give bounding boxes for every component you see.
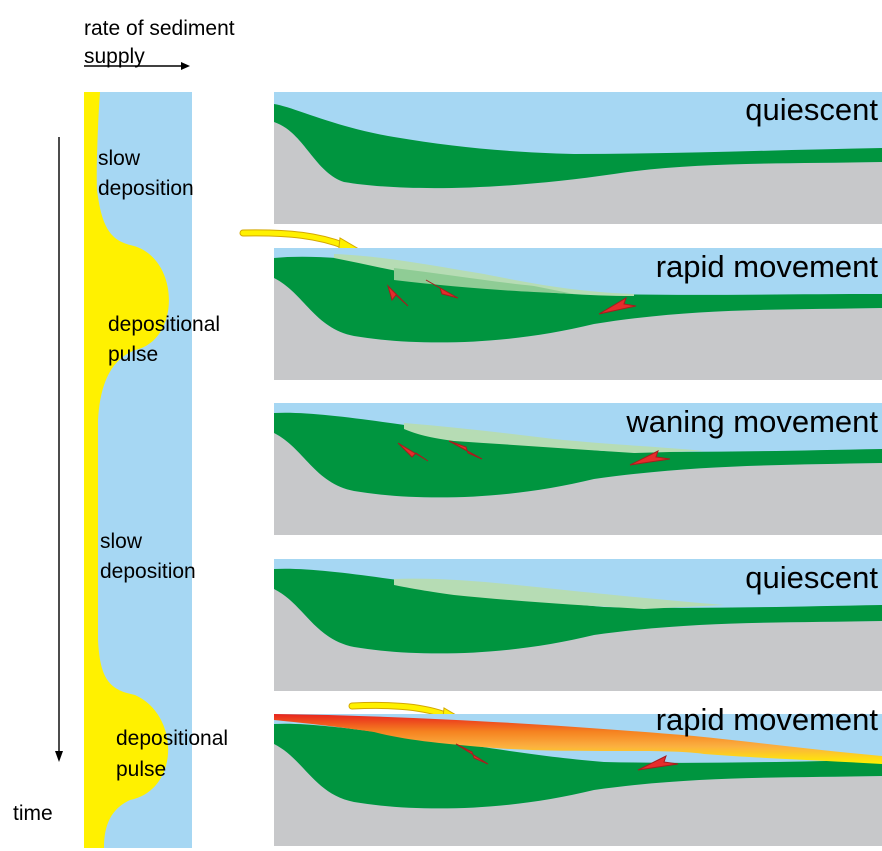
supply-direction-arrow: [84, 62, 190, 70]
new-deposits: [274, 714, 882, 764]
time-axis-arrow: [55, 137, 63, 762]
label-depositional-1: depositional: [108, 313, 220, 336]
label-deposition-2: deposition: [100, 560, 196, 583]
slip-arrow: [448, 440, 483, 460]
label-depositional-2: depositional: [116, 727, 228, 750]
panel-4: quiescent: [274, 559, 882, 691]
time-label: time: [13, 802, 53, 825]
panel-2: rapid movement: [274, 248, 882, 380]
slip-arrow: [629, 450, 671, 466]
slip-arrow: [455, 743, 489, 765]
slip-arrow: [386, 284, 409, 307]
slip-arrow: [637, 755, 679, 771]
green-strata: [274, 104, 882, 189]
panel-1: quiescent: [274, 92, 882, 224]
header-line-2: supply: [84, 45, 145, 68]
panel-2-title: rapid movement: [656, 249, 879, 284]
slip-arrow: [397, 442, 429, 462]
label-slow-2: slow: [100, 530, 143, 553]
slip-arrow: [425, 279, 459, 299]
panel-5-title: rapid movement: [656, 702, 879, 737]
label-slow-1: slow: [98, 147, 141, 170]
panel-4-title: quiescent: [745, 560, 878, 595]
panel-5: rapid movement: [274, 702, 882, 846]
label-deposition-1: deposition: [98, 177, 194, 200]
label-pulse-2: pulse: [116, 758, 166, 781]
header-line-1: rate of sediment: [84, 17, 235, 40]
panel-3: waning movement: [274, 403, 882, 535]
supply-curve: [84, 92, 169, 848]
sediment-supply-column: [84, 92, 192, 848]
label-pulse-1: pulse: [108, 343, 158, 366]
slip-arrow: [598, 296, 637, 315]
panel-3-title: waning movement: [625, 404, 878, 439]
panel-1-title: quiescent: [745, 92, 878, 127]
